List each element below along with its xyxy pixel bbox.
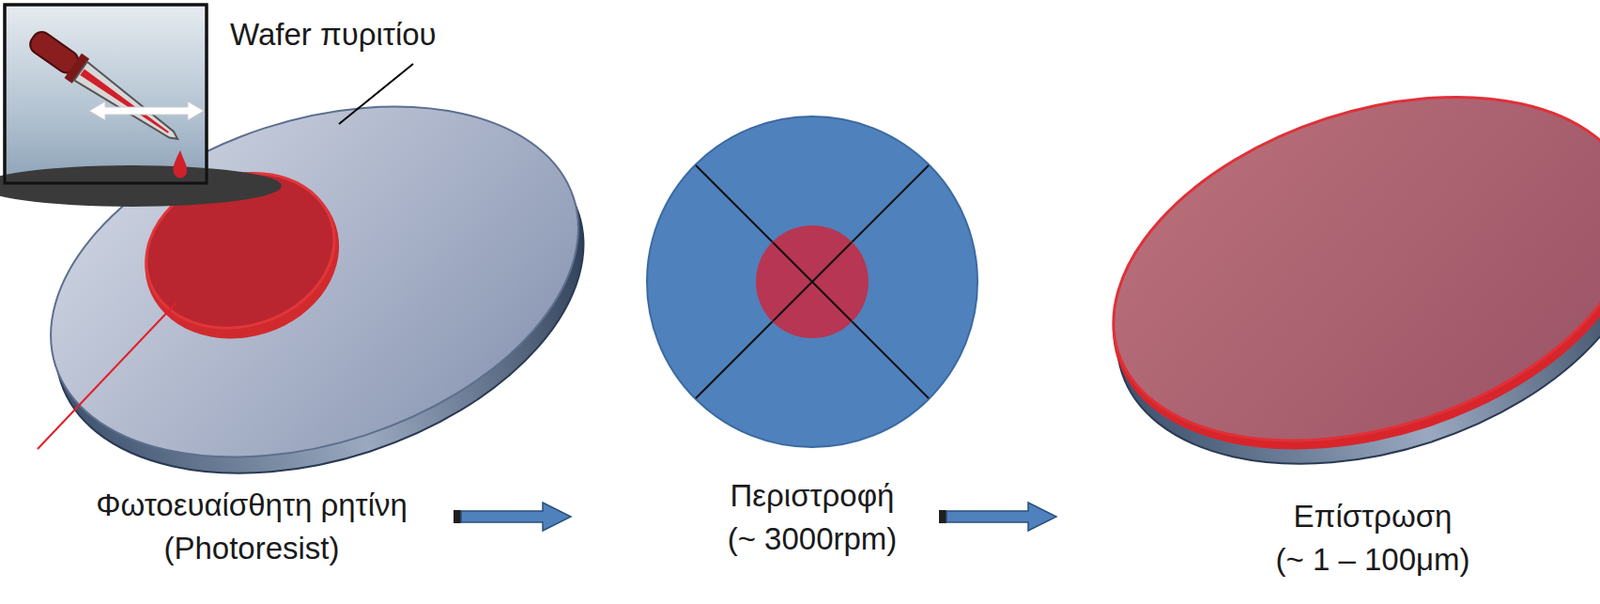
coated-wafer — [1066, 34, 1600, 527]
part-label: Wafer πυριτίου — [230, 13, 437, 57]
resist-drop — [172, 150, 187, 179]
process-arrow — [938, 502, 1057, 531]
process-arrow — [453, 502, 571, 531]
double-arrow — [89, 101, 204, 121]
step-label: Περιστροφή (~ 3000rpm) — [727, 474, 898, 560]
spinning-wafer — [646, 116, 978, 447]
leader-line — [338, 63, 414, 124]
material-label: Φωτοευαίσθητη ρητίνη (Photoresist) — [95, 483, 408, 570]
step-label: Επίστρωση (~ 1 – 100μm) — [1275, 494, 1470, 581]
leader-line — [37, 302, 177, 449]
